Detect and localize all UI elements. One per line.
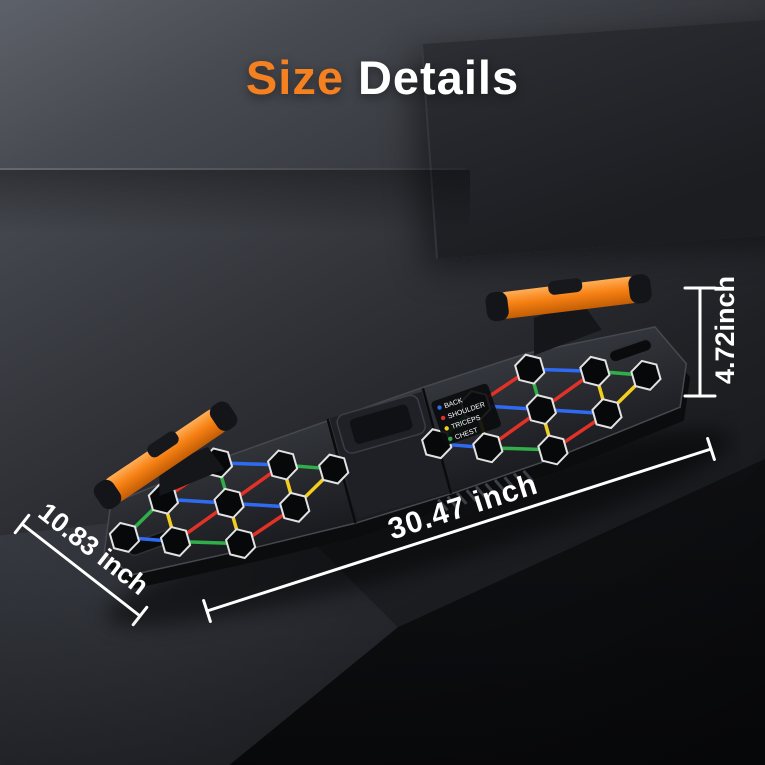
page-title-rest: Details: [357, 51, 520, 104]
page-title-highlight: Size: [245, 51, 344, 104]
background-shadow-band: [0, 170, 470, 234]
pushup-board: BACK SHOULDER TRICEPS CHEST: [40, 274, 732, 627]
